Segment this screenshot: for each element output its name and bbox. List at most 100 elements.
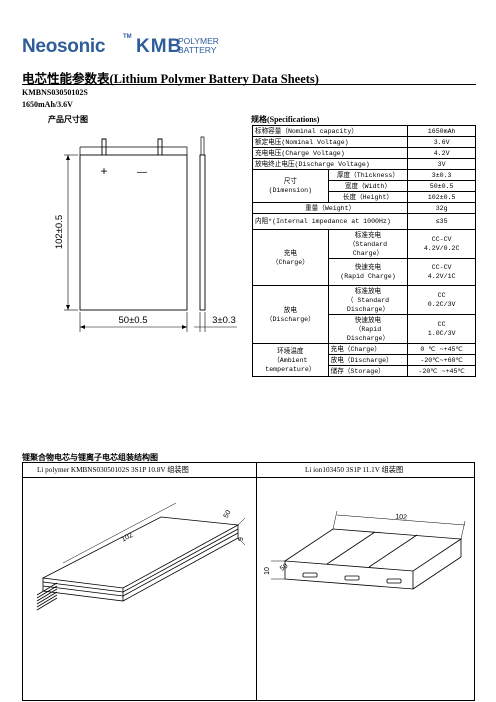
brand-logo: Neosonic TM KMB POLYMER BATTERY xyxy=(22,34,232,62)
ambient-temperature-label: 环境温度 （Ambient temperature） xyxy=(252,343,329,377)
standard-discharge-label-cn: 标准放电 xyxy=(354,287,382,295)
impedance-value: ≤35 xyxy=(407,213,476,230)
nominal-voltage-value: 3.6V xyxy=(407,136,476,148)
rapid-discharge-mode: CC xyxy=(437,321,446,328)
standard-discharge-label: 标准放电 （ Standard Discharge） xyxy=(327,285,409,315)
height-value: 102±0.5 xyxy=(407,191,476,203)
temp-charge-value: 0 ℃ ~+45℃ xyxy=(407,343,476,355)
standard-discharge-mode: CC xyxy=(437,292,446,299)
rapid-charge-mode: CC-CV xyxy=(431,264,452,271)
table-row: 充电 （Charge） 标准充电 （Standard Charge） CC-CV… xyxy=(252,229,476,286)
li-ion-width-label: 50 xyxy=(279,563,289,573)
length-dimension-label: 102±0.5 xyxy=(54,215,65,249)
width-dimension-label: 50±0.5 xyxy=(119,315,148,326)
rapid-discharge-label: 快速放电 （Rapid Discharge） xyxy=(327,314,409,344)
table-row: 放电 （Discharge） 标准放电 （ Standard Discharge… xyxy=(252,285,476,344)
temp-charge-label: 充电（Charge） xyxy=(327,343,409,355)
table-row: 快速放电 （Rapid Discharge） CC 1.0C/3V xyxy=(253,314,476,344)
pack-top-face xyxy=(41,516,240,589)
nominal-voltage-label: 额定电压(Nominal Voltage) xyxy=(251,136,409,148)
battery-dimension-drawing: + — 102±0.5 50±0.5 3±0.3 xyxy=(54,136,237,332)
standard-charge-label-cn: 标准充电 xyxy=(354,231,382,239)
weight-label: 重量（Weight） xyxy=(251,202,409,214)
assembly-column-divider xyxy=(256,463,257,700)
rapid-charge-rate: 4.2V/1C xyxy=(427,273,456,280)
table-row: 放电（Discharge） -20℃~+60℃ xyxy=(253,354,476,366)
charge-label-en: （Charge） xyxy=(271,258,309,266)
charge-voltage-label: 充电电压(Charge Voltage) xyxy=(251,147,409,159)
thickness-dimension-label: 3±0.3 xyxy=(212,315,236,326)
rapid-discharge-rate: 1.0C/3V xyxy=(427,330,456,337)
charge-label: 充电 （Charge） xyxy=(252,229,329,286)
polymer-assembly-title: Li polymer KMBNS03050102S 3S1P 10.8V 组装图 xyxy=(37,466,189,474)
table-row: 储存（Storage） -20℃ ~+45℃ xyxy=(253,365,476,377)
assembly-header-divider xyxy=(23,477,474,478)
negative-terminal-symbol: — xyxy=(137,167,147,178)
temp-storage-label: 储存（Storage） xyxy=(327,365,409,377)
nominal-capacity-label: 标称容量（Nominal capacity） xyxy=(251,125,409,137)
dimension-drawing-title: 产品尺寸图 xyxy=(48,115,88,124)
table-row: 充电电压(Charge Voltage) 4.2V xyxy=(251,147,476,159)
standard-discharge-rate: 0.2C/3V xyxy=(427,301,456,308)
table-row: 放电终止电压(Discharge Voltage) 3V xyxy=(251,158,476,170)
standard-discharge-label-en2: Discharge） xyxy=(346,305,390,313)
brand-neosonic: Neosonic xyxy=(22,36,106,57)
li-ion-pack-drawing: 102 50 10 xyxy=(264,510,466,590)
specifications-table: 标称容量（Nominal capacity） 1650mAh 额定电压(Nomi… xyxy=(251,125,476,377)
table-row: 尺寸 (Dimension) 厚度（Thickness） 3±0.3 xyxy=(252,169,476,203)
standard-discharge-label-en1: （ Standard xyxy=(346,296,390,304)
standard-charge-mode: CC-CV xyxy=(431,236,452,243)
assembly-section-title: 锂聚合物电芯与锂离子电芯组装结构图 xyxy=(22,453,158,462)
table-row: 标称容量（Nominal capacity） 1650mAh xyxy=(251,125,476,137)
brand-battery: BATTERY xyxy=(178,45,217,55)
battery-front-view xyxy=(79,154,188,311)
table-row: 额定电压(Nominal Voltage) 3.6V xyxy=(251,136,476,148)
table-row: 环境温度 （Ambient temperature） 充电（Charge） 0 … xyxy=(252,343,476,377)
standard-discharge-value: CC 0.2C/3V xyxy=(407,285,476,315)
rapid-discharge-label-en2: Discharge） xyxy=(346,334,390,342)
ambient-label-en1: （Ambient xyxy=(273,356,308,364)
discharge-label-en: （Discharge） xyxy=(265,315,315,323)
dimension-label-en: (Dimension) xyxy=(268,187,313,194)
brand-polymer: POLYMER xyxy=(178,36,219,46)
temp-discharge-value: -20℃~+60℃ xyxy=(407,354,476,366)
weight-value: 32g xyxy=(407,202,476,214)
standard-charge-label-en1: （Standard xyxy=(348,240,388,248)
thickness-label: 厚度（Thickness） xyxy=(327,169,409,181)
width-label: 宽度（Width） xyxy=(327,180,409,192)
title-divider xyxy=(22,84,476,85)
li-ion-thickness-label: 10 xyxy=(264,567,271,575)
rapid-charge-label-en: (Rapid Charge) xyxy=(340,273,396,280)
polymer-thickness-label: 9 xyxy=(238,537,245,541)
standard-charge-label: 标准充电 （Standard Charge） xyxy=(327,229,409,259)
positive-terminal-symbol: + xyxy=(100,164,107,178)
dimension-label: 尺寸 (Dimension) xyxy=(252,169,329,203)
height-label: 长度（Height） xyxy=(327,191,409,203)
polymer-pack-drawing: 102 50 9 xyxy=(36,503,246,611)
standard-charge-value: CC-CV 4.2V/0.2C xyxy=(407,229,476,259)
temp-discharge-label: 放电（Discharge） xyxy=(327,354,409,366)
charge-label-cn: 充电 xyxy=(283,249,297,257)
table-row: 内阻*(Internal impedance at 1000Hz) ≤35 xyxy=(251,213,476,230)
li-ion-assembly-title: Li ion103450 3S1P 11.1V 组装图 xyxy=(305,466,404,474)
discharge-label: 放电 （Discharge） xyxy=(252,285,329,344)
rapid-charge-value: CC-CV 4.2V/1C xyxy=(407,258,476,286)
assembly-table: Li polymer KMBNS03050102S 3S1P 10.8V 组装图… xyxy=(22,462,475,701)
standard-charge-label-en2: Charge） xyxy=(352,249,384,257)
dimension-label-cn: 尺寸 xyxy=(283,178,297,185)
temp-storage-value: -20℃ ~+45℃ xyxy=(407,365,476,377)
impedance-label: 内阻*(Internal impedance at 1000Hz) xyxy=(251,213,409,230)
table-row: 重量（Weight） 32g xyxy=(251,202,476,214)
rapid-discharge-label-en1: （Rapid xyxy=(354,325,382,333)
brand-trademark: TM xyxy=(123,34,132,40)
polymer-width-label: 50 xyxy=(223,509,233,519)
standard-charge-rate: 4.2V/0.2C xyxy=(423,245,460,252)
model-number: KMBNS03050102S xyxy=(22,88,88,97)
ambient-label-en2: temperature） xyxy=(265,365,316,373)
capacity-voltage: 1650mAh/3.6V xyxy=(22,100,73,109)
rapid-discharge-value: CC 1.0C/3V xyxy=(407,314,476,344)
rapid-charge-label-cn: 快速充电 xyxy=(354,264,382,271)
specifications-title: 规格(Specifications) xyxy=(251,115,320,124)
charge-voltage-value: 4.2V xyxy=(407,147,476,159)
brand-kmb: KMB xyxy=(136,36,183,57)
